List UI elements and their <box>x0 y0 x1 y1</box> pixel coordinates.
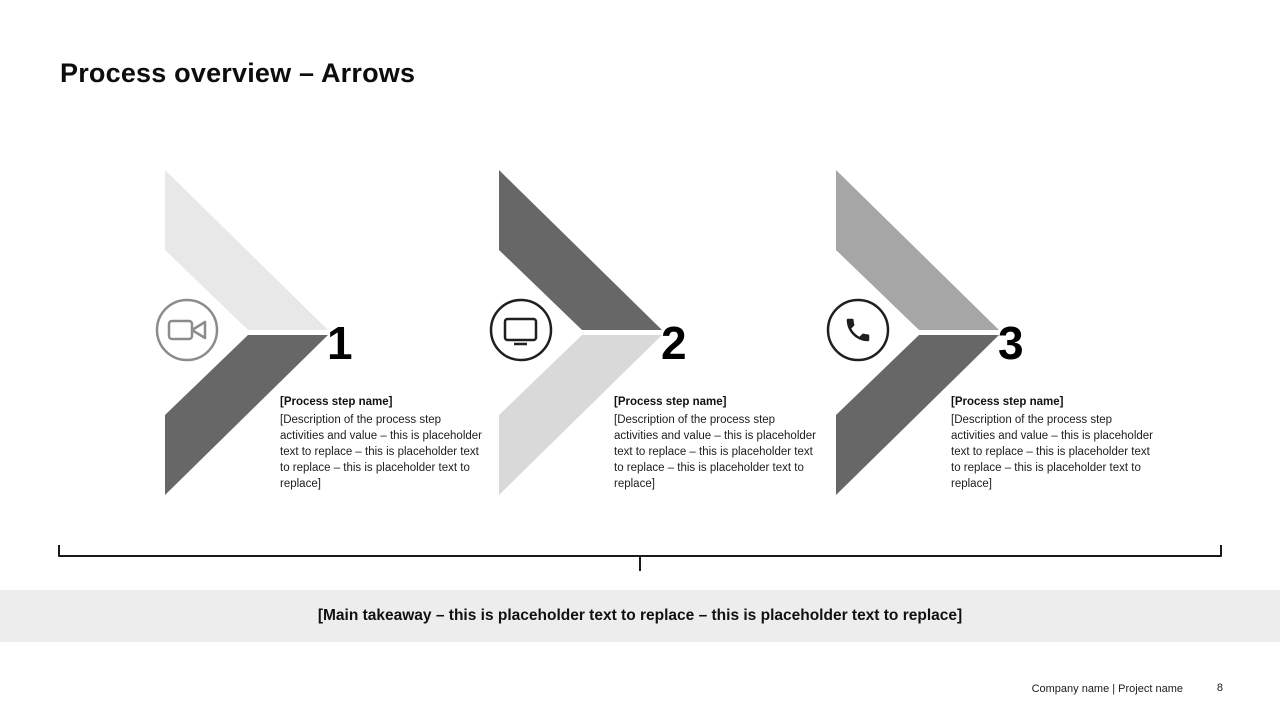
arrow-bottom-chevron <box>499 335 662 495</box>
process-step-3: 3 [Process step name] [Description of th… <box>826 170 1181 500</box>
step-name: [Process step name] <box>280 396 393 408</box>
step-text-block: [Process step name] [Description of the … <box>280 396 486 492</box>
step-name: [Process step name] <box>951 396 1064 408</box>
summary-bracket <box>58 545 1222 571</box>
process-step-1: 1 [Process step name] [Description of th… <box>155 170 510 500</box>
step-name: [Process step name] <box>614 396 727 408</box>
arrow-shape-1 <box>165 170 328 495</box>
takeaway-text: [Main takeaway – this is placeholder tex… <box>317 607 963 624</box>
arrow-top-chevron <box>836 170 999 330</box>
page-title: Process overview – Arrows <box>60 58 416 88</box>
step-description: [Description of the process step activit… <box>280 414 483 491</box>
step-text-block: [Process step name] [Description of the … <box>951 396 1157 492</box>
arrow-bottom-chevron <box>165 335 328 495</box>
process-step-2: 2 [Process step name] [Description of th… <box>489 170 844 500</box>
arrow-shape-3 <box>836 170 999 495</box>
step-number: 2 <box>661 317 687 369</box>
step-description: [Description of the process step activit… <box>614 414 817 491</box>
step-number: 1 <box>327 317 353 369</box>
arrow-bottom-chevron <box>836 335 999 495</box>
arrow-top-chevron <box>499 170 662 330</box>
phone-icon <box>826 298 890 362</box>
footer-company-project: Company name | Project name <box>1031 683 1183 695</box>
step-number: 3 <box>998 317 1024 369</box>
step-text-block: [Process step name] [Description of the … <box>614 396 820 492</box>
footer-page-number: 8 <box>1216 682 1223 694</box>
takeaway-bar: [Main takeaway – this is placeholder tex… <box>0 590 1280 642</box>
step-description: [Description of the process step activit… <box>951 414 1154 491</box>
video-camera-icon <box>155 298 219 362</box>
arrow-top-chevron <box>165 170 328 330</box>
arrow-shape-2 <box>499 170 662 495</box>
monitor-icon <box>489 298 553 362</box>
